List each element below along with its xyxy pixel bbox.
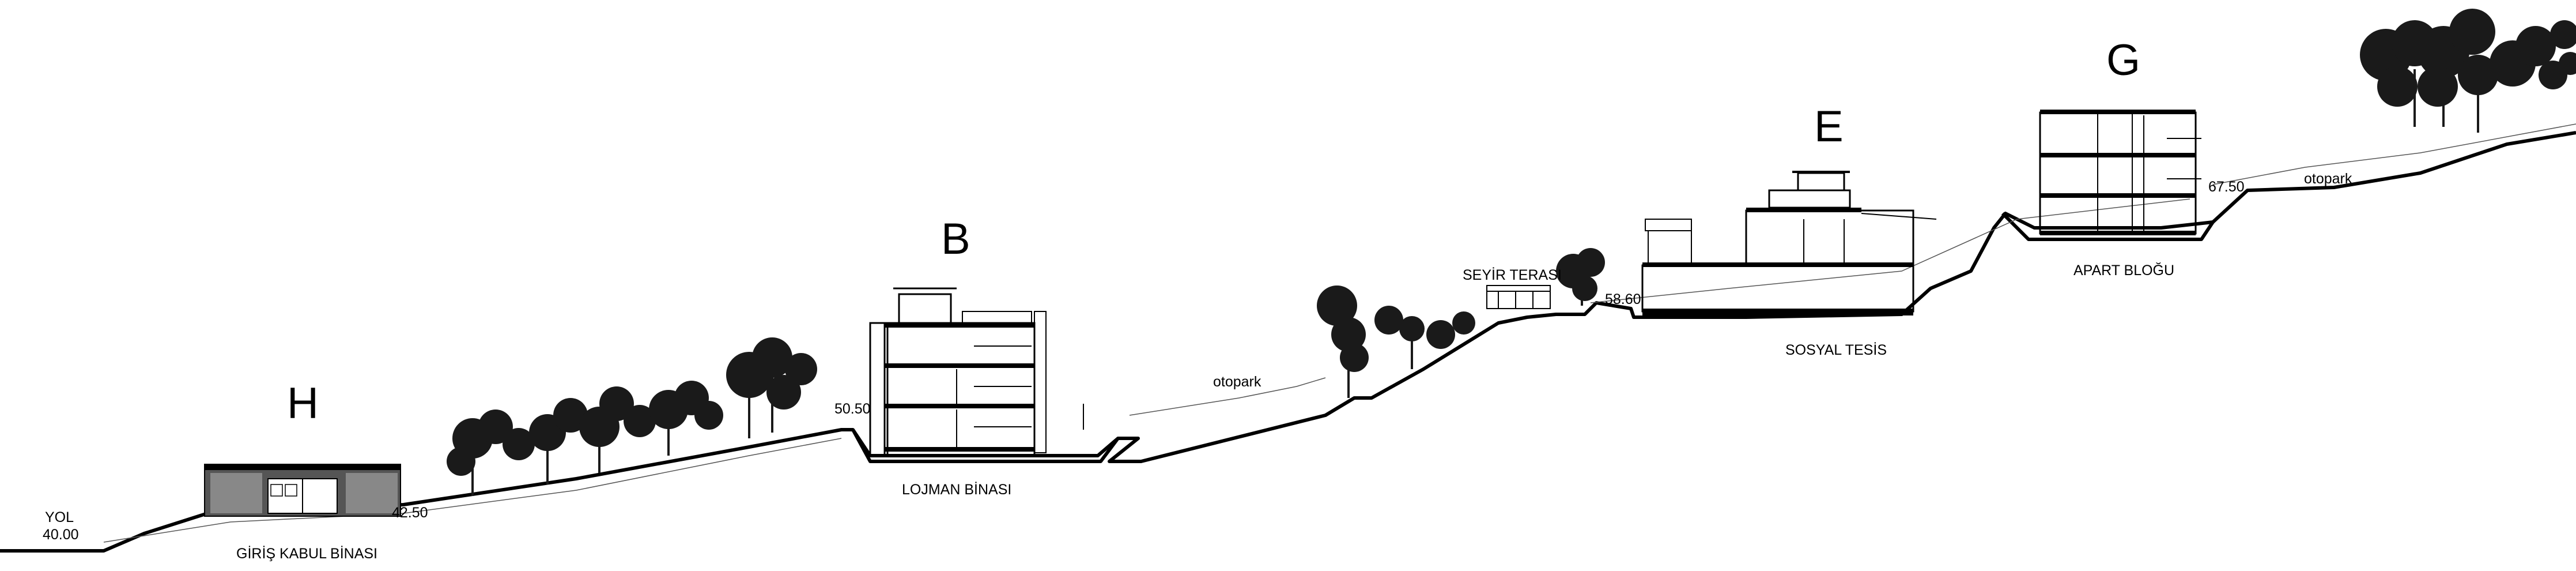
- terrace-pergola: [1486, 285, 1551, 309]
- building-b: [869, 287, 1084, 457]
- building-e-upper-floor: [1745, 209, 1914, 266]
- building-e-base: [1642, 309, 1913, 315]
- building-e-elevation: 58.60: [1605, 291, 1641, 307]
- tree-cluster-4: [2360, 9, 2576, 133]
- building-b-name: LOJMAN BİNASI: [902, 481, 1011, 498]
- entrance-elevation: 42.50: [392, 505, 428, 521]
- grade-line-4: [2212, 123, 2576, 185]
- terrace-label: SEYİR TERASI: [1463, 266, 1562, 283]
- b-basement: [851, 429, 1120, 463]
- parking-label-2: otopark: [2304, 171, 2352, 187]
- parking-label-1: otopark: [1213, 374, 1261, 390]
- road-label: YOL: [45, 509, 74, 525]
- building-b-letter: B: [941, 215, 970, 264]
- building-b-body: [883, 322, 1036, 457]
- tree-cluster-1: [447, 337, 817, 496]
- building-g-letter: G: [2106, 36, 2140, 85]
- grade-line-2: [1129, 377, 1326, 416]
- building-h: [204, 464, 401, 517]
- tree-cluster-2: [1317, 286, 1475, 398]
- building-h-stone-wall-2: [346, 473, 398, 513]
- grade-line-1: [103, 438, 842, 543]
- building-e-letter: E: [1814, 102, 1844, 151]
- landscape-trees: [447, 9, 2576, 496]
- building-h-stone-wall-1: [210, 473, 262, 513]
- building-g-body: [2039, 111, 2197, 235]
- viewing-terrace: [1486, 285, 1551, 309]
- grade-line-3: [1590, 198, 2190, 303]
- building-b-penthouse: [898, 293, 952, 324]
- building-g: [2039, 110, 2201, 235]
- road-elevation: 40.00: [43, 527, 79, 543]
- building-e: [1641, 171, 1937, 315]
- tree-cluster-3: [1556, 248, 1605, 306]
- building-e-ground-floor: [1641, 264, 1914, 313]
- building-h-roof: [205, 464, 401, 470]
- building-e-rooftop: [1797, 172, 1845, 191]
- building-h-name: GİRİŞ KABUL BİNASI: [236, 545, 377, 562]
- building-g-elevation: 67.50: [2208, 179, 2245, 195]
- g-basement: [2001, 212, 2215, 241]
- building-b-elevation: 50.50: [834, 401, 871, 417]
- terrain-profile-line: [0, 131, 2576, 553]
- building-e-name: SOSYAL TESİS: [1785, 341, 1887, 358]
- building-g-name: APART BLOĞU: [2073, 262, 2174, 279]
- building-h-letter: H: [287, 379, 319, 428]
